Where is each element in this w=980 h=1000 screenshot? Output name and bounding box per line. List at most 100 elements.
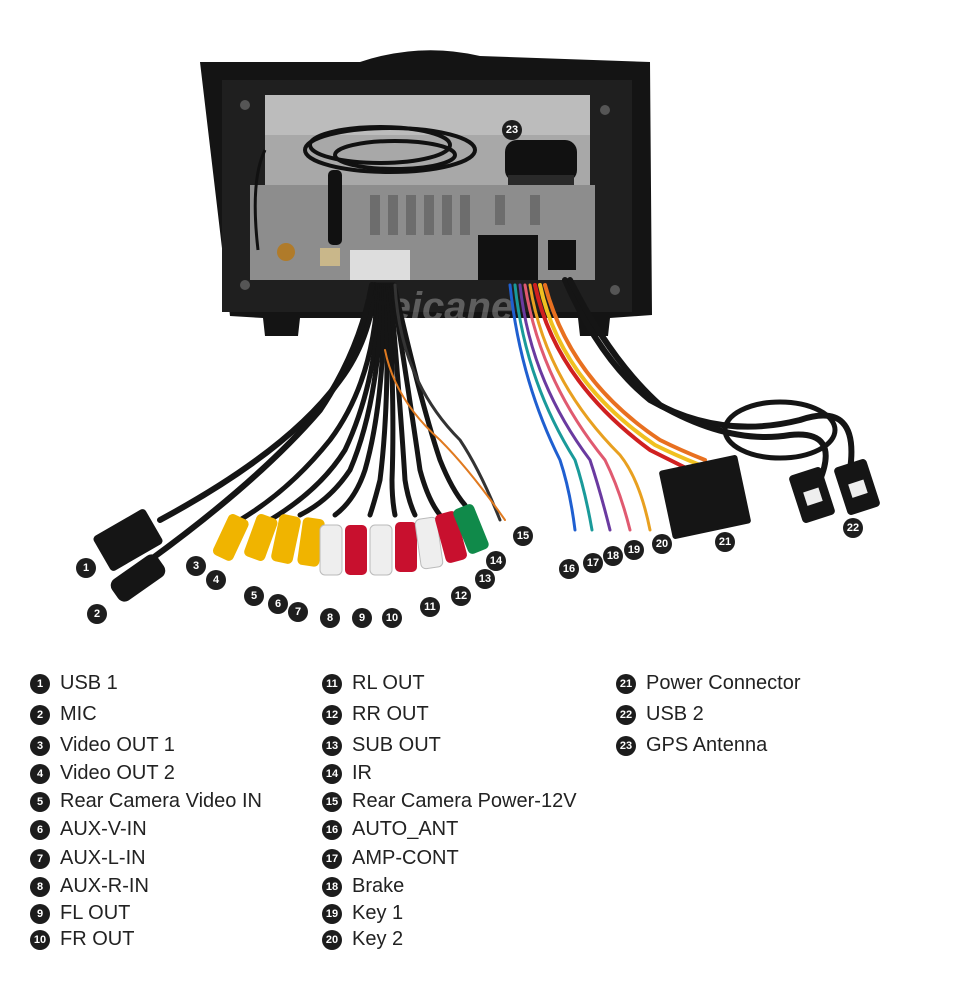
legend-label: Rear Camera Power-12V	[352, 790, 577, 812]
callout-7: 7	[288, 602, 308, 622]
legend-number-badge: 5	[30, 791, 50, 812]
svg-text:8: 8	[327, 612, 333, 624]
head-unit: Seicane	[200, 50, 652, 337]
cables	[147, 277, 855, 563]
svg-text:11: 11	[424, 601, 436, 613]
legend-label: MIC	[60, 703, 97, 725]
legend-label: Video OUT 1	[60, 734, 175, 756]
callout-16: 16	[559, 559, 579, 579]
legend-number-badge: 10	[30, 929, 50, 950]
svg-text:6: 6	[275, 598, 281, 610]
callout-1: 1	[76, 558, 96, 578]
legend-label: Power Connector	[646, 672, 801, 694]
legend-label: USB 1	[60, 672, 118, 694]
callout-23: 23	[502, 120, 522, 140]
callout-13: 13	[475, 569, 495, 589]
legend-item: 17 AMP-CONT	[322, 847, 459, 870]
svg-text:7: 7	[295, 606, 301, 618]
legend-label: AUX-L-IN	[60, 847, 146, 869]
svg-text:2: 2	[94, 608, 100, 620]
legend-item: 16 AUTO_ANT	[322, 818, 458, 841]
svg-text:17: 17	[587, 557, 599, 569]
callout-5: 5	[244, 586, 264, 606]
legend-label: IR	[352, 762, 372, 784]
legend-label: RL OUT	[352, 672, 425, 694]
usb1-connector	[93, 509, 163, 571]
legend-item: 9 FL OUT	[30, 902, 130, 925]
legend-label: Key 1	[352, 902, 404, 924]
legend-label: GPS Antenna	[646, 734, 768, 756]
callout-9: 9	[352, 608, 372, 628]
legend-item: 5 Rear Camera Video IN	[30, 790, 262, 813]
svg-text:18: 18	[607, 550, 619, 562]
callout-4: 4	[206, 570, 226, 590]
legend-item: 21 Power Connector	[616, 672, 801, 695]
svg-text:12: 12	[455, 590, 467, 602]
legend-item: 7 AUX-L-IN	[30, 847, 146, 870]
legend-number-badge: 7	[30, 848, 50, 869]
legend-label: AUTO_ANT	[352, 818, 459, 840]
legend-number-badge: 20	[322, 929, 342, 950]
legend-item: 15 Rear Camera Power-12V	[322, 790, 577, 813]
callout-20: 20	[652, 534, 672, 554]
callout-22: 22	[843, 518, 863, 538]
svg-text:20: 20	[656, 538, 668, 550]
legend-number-badge: 19	[322, 903, 342, 924]
callout-10: 10	[382, 608, 402, 628]
callout-18: 18	[603, 546, 623, 566]
legend-number-badge: 17	[322, 848, 342, 869]
svg-text:22: 22	[847, 522, 859, 534]
svg-text:21: 21	[719, 536, 731, 548]
legend-item: 3 Video OUT 1	[30, 734, 175, 757]
svg-text:14: 14	[490, 555, 503, 567]
legend-number-badge: 22	[616, 704, 636, 725]
legend-number-badge: 9	[30, 903, 50, 924]
callout-12: 12	[451, 586, 471, 606]
legend-number-badge: 16	[322, 819, 342, 840]
legend-label: FL OUT	[60, 902, 131, 924]
svg-text:13: 13	[479, 573, 491, 585]
callout-11: 11	[420, 597, 440, 617]
legend-label: Rear Camera Video IN	[60, 790, 262, 812]
callout-3: 3	[186, 556, 206, 576]
legend-number-badge: 15	[322, 791, 342, 812]
legend-item: 4 Video OUT 2	[30, 762, 175, 785]
callout-15: 15	[513, 526, 533, 546]
svg-text:16: 16	[563, 563, 575, 575]
legend-number-badge: 3	[30, 735, 50, 756]
callout-14: 14	[486, 551, 506, 571]
legend-label: AUX-V-IN	[60, 818, 147, 840]
svg-text:10: 10	[386, 612, 398, 624]
mic-connector	[110, 554, 166, 602]
svg-text:5: 5	[251, 590, 257, 602]
svg-text:1: 1	[83, 562, 89, 574]
callout-17: 17	[583, 553, 603, 573]
legend-number-badge: 21	[616, 673, 636, 694]
svg-text:9: 9	[359, 612, 365, 624]
callout-6: 6	[268, 594, 288, 614]
legend-number-badge: 4	[30, 763, 50, 784]
legend-label: Video OUT 2	[60, 762, 175, 784]
legend-label: AMP-CONT	[352, 847, 459, 869]
svg-text:4: 4	[213, 574, 220, 586]
svg-text:23: 23	[506, 124, 518, 136]
usb2-connector	[789, 459, 880, 523]
svg-text:3: 3	[193, 560, 199, 572]
legend-number-badge: 13	[322, 735, 342, 756]
legend-number-badge: 14	[322, 763, 342, 784]
callout-21: 21	[715, 532, 735, 552]
legend-label: Key 2	[352, 928, 404, 950]
callout-2: 2	[87, 604, 107, 624]
legend-label: RR OUT	[352, 703, 429, 725]
legend-label: Brake	[352, 875, 405, 897]
